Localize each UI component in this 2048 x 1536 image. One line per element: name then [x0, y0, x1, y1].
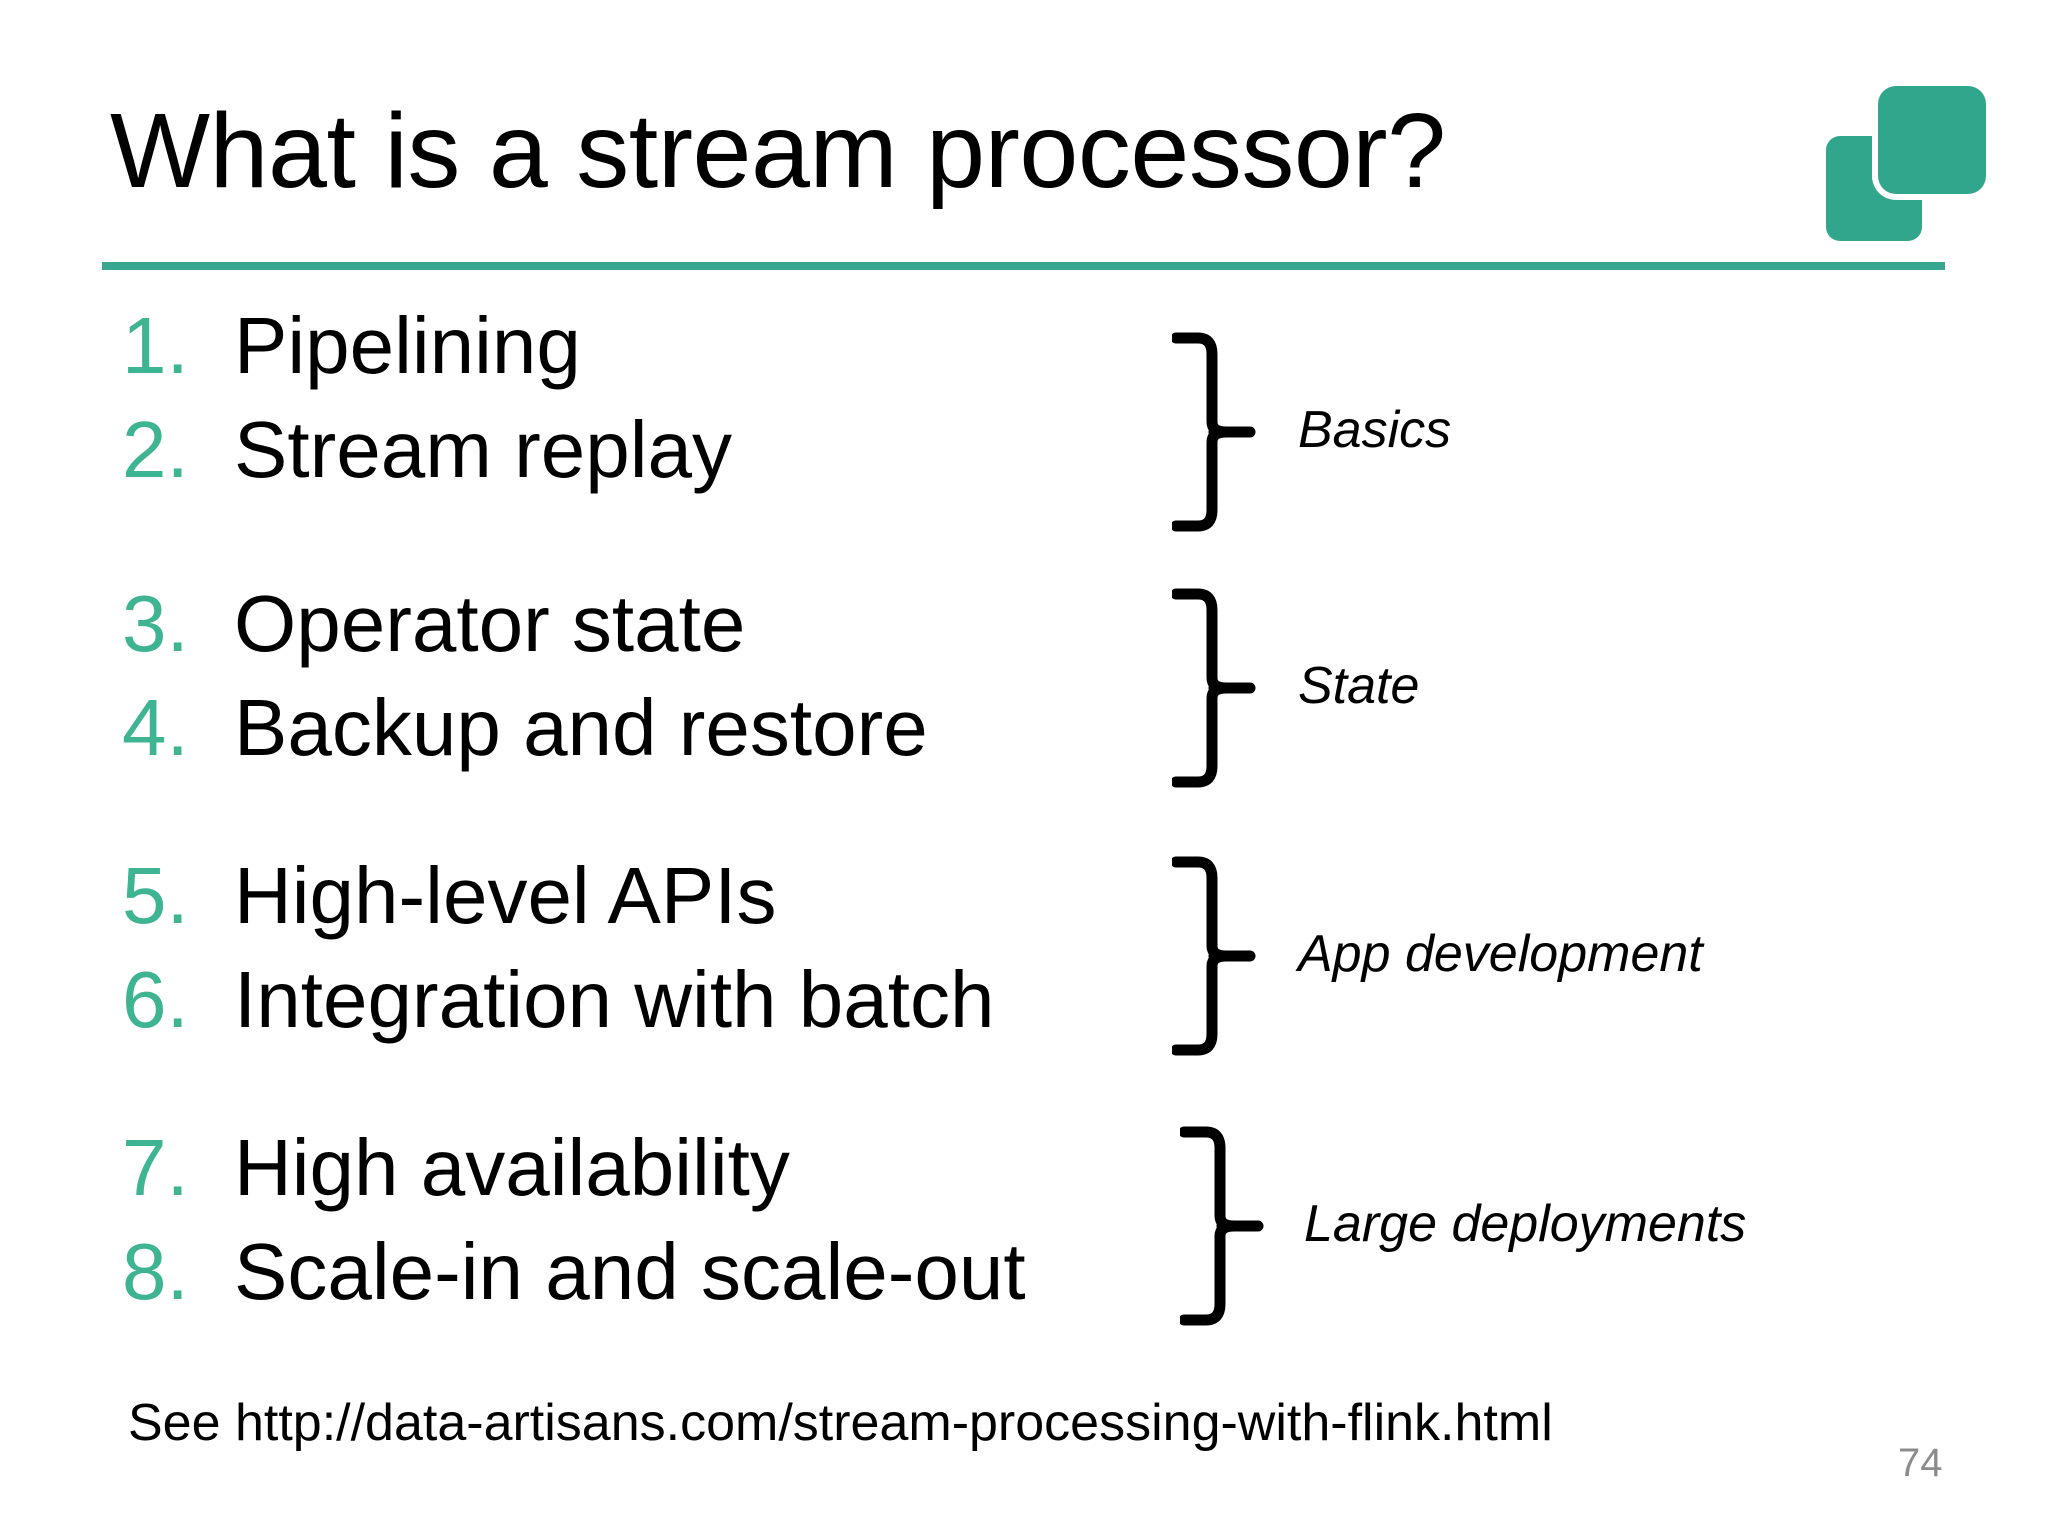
list-item-number: 7. [122, 1123, 189, 1212]
list-item: 5. High-level APIs [122, 856, 994, 960]
list-item: 6. Integration with batch [122, 960, 994, 1064]
footer-reference-note: See http://data-artisans.com/stream-proc… [128, 1394, 1553, 1452]
list-item: 2. Stream replay [122, 410, 732, 514]
list-item-label: Scale-in and scale-out [234, 1227, 1026, 1316]
list-item-number: 3. [122, 579, 189, 668]
list-item: 8. Scale-in and scale-out [122, 1232, 1026, 1336]
list-item: 1. Pipelining [122, 306, 732, 410]
group-brace-app-development [1172, 856, 1256, 1056]
group-brace-state [1172, 588, 1256, 788]
list-item-number: 2. [122, 405, 189, 494]
group-label-basics: Basics [1298, 401, 1452, 459]
page-title: What is a stream processor? [110, 92, 1446, 210]
group-label-large-deployments: Large deployments [1304, 1195, 1747, 1253]
list-item-label: Pipelining [234, 301, 581, 390]
list-group-basics: 1. Pipelining 2. Stream replay [122, 306, 732, 514]
list-group-app-development: 5. High-level APIs 6. Integration with b… [122, 856, 994, 1064]
list-group-large-deployments: 7. High availability 8. Scale-in and sca… [122, 1128, 1026, 1336]
list-item-label: Operator state [234, 579, 746, 668]
list-item-label: Integration with batch [234, 955, 995, 1044]
group-brace-large-deployments [1180, 1126, 1264, 1326]
title-divider [102, 262, 1945, 270]
list-group-state: 3. Operator state 4. Backup and restore [122, 584, 928, 792]
list-item-number: 6. [122, 955, 189, 1044]
brand-logo [1826, 86, 1986, 241]
list-item-label: Stream replay [234, 405, 732, 494]
list-item-label: Backup and restore [234, 683, 928, 772]
list-item-label: High-level APIs [234, 851, 777, 940]
group-label-app-development: App development [1298, 925, 1703, 983]
group-label-state: State [1298, 657, 1420, 715]
logo-square-front-icon [1878, 86, 1986, 194]
list-item-number: 4. [122, 683, 189, 772]
list-item: 4. Backup and restore [122, 688, 928, 792]
list-item-number: 8. [122, 1227, 189, 1316]
list-item: 7. High availability [122, 1128, 1026, 1232]
list-item-number: 5. [122, 851, 189, 940]
list-item-label: High availability [234, 1123, 790, 1212]
page-number: 74 [1898, 1441, 1943, 1485]
list-item: 3. Operator state [122, 584, 928, 688]
group-brace-basics [1172, 332, 1256, 532]
list-item-number: 1. [122, 301, 189, 390]
